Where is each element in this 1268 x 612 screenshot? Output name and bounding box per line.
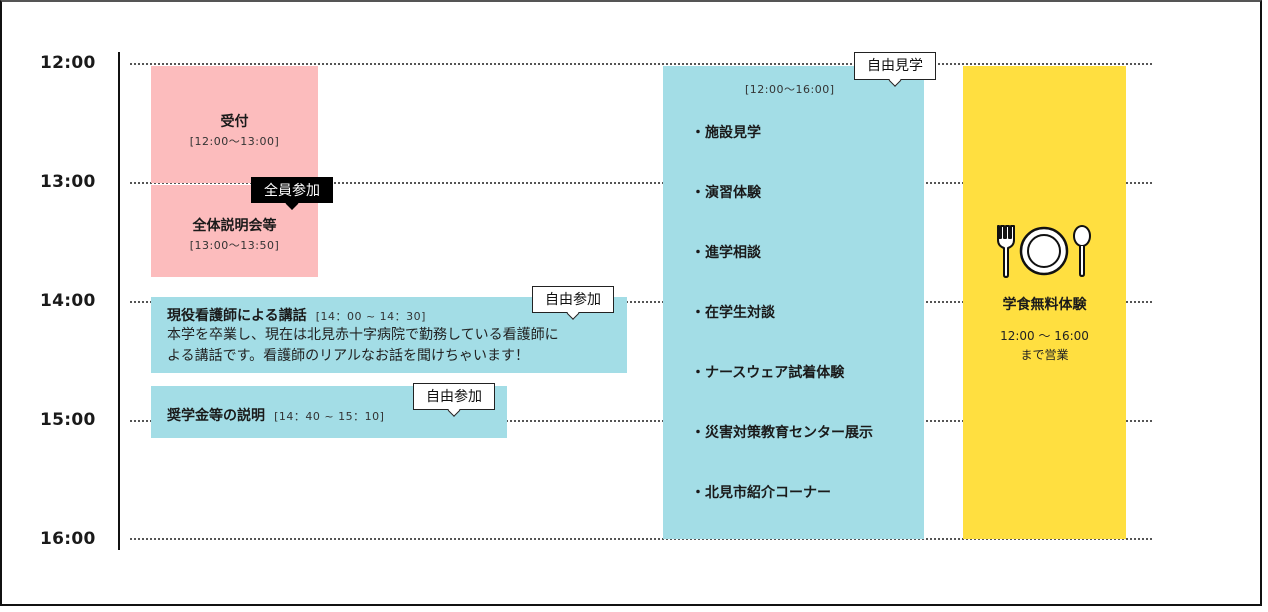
tour-item: ・在学生対談 (691, 305, 775, 321)
tour-range: [12:00〜16:00] (745, 83, 835, 96)
hour-gridline (130, 301, 1152, 303)
hour-gridline (130, 420, 1152, 422)
time-label-1200: 12:00 (40, 53, 96, 73)
tour-item: ・ナースウェア試着体験 (691, 365, 845, 381)
tour-item: ・進学相談 (691, 245, 761, 261)
hour-gridline (130, 538, 1152, 540)
reception-title: 受付 (220, 114, 249, 130)
time-label-1500: 15:00 (40, 410, 96, 430)
reception-range: [12:00〜13:00] (189, 135, 280, 148)
lecture-desc-line2: よる講話です。看護師のリアルなお話を聞けちゃいます！ (167, 348, 530, 364)
scholarship-title: 奨学金等の説明 (167, 408, 265, 424)
tour-item: ・災害対策教育センター展示 (691, 425, 873, 441)
cafeteria-hours-1: 12:00 ～ 16:00 (1000, 329, 1089, 343)
scholarship-block: 奨学金等の説明 [14：40 ~ 15：10] (151, 386, 507, 438)
hour-gridline (130, 182, 1152, 184)
lecture-desc-line1: 本学を卒業し、現在は北見赤十字病院で勤務している看護師に (167, 327, 559, 343)
fork-plate-spoon-icon (997, 225, 1091, 278)
lecture-range: [14：00 ~ 14：30] (315, 310, 426, 323)
cafeteria-title: 学食無料体験 (1002, 297, 1087, 313)
free-tour-tag: 自由見学 (854, 52, 936, 80)
time-label-1600: 16:00 (40, 529, 96, 549)
orientation-range: [13:00〜13:50] (189, 239, 280, 252)
hour-gridline (130, 63, 1152, 65)
free-attend-tag-scholarship: 自由参加 (413, 383, 495, 410)
cafeteria-block: 学食無料体験 12:00 ～ 16:00 まで営業 (963, 66, 1126, 539)
all-attend-tag: 全員参加 (251, 177, 333, 203)
free-attend-tag-lecture: 自由参加 (532, 286, 614, 313)
tour-item: ・演習体験 (691, 185, 761, 201)
orientation-title: 全体説明会等 (192, 218, 277, 234)
time-label-1400: 14:00 (40, 291, 96, 311)
lecture-title: 現役看護師による講話 (167, 308, 307, 324)
timeline-axis (118, 52, 120, 550)
lecture-block: 現役看護師による講話 [14：00 ~ 14：30] 本学を卒業し、現在は北見赤… (151, 297, 627, 373)
scholarship-range: [14：40 ~ 15：10] (274, 410, 385, 423)
tour-block: [12:00〜16:00] ・施設見学 ・演習体験 ・進学相談 ・在学生対談 ・… (663, 66, 924, 539)
tour-item: ・北見市紹介コーナー (691, 485, 831, 501)
tour-item: ・施設見学 (691, 125, 761, 141)
reception-block: 受付 [12:00〜13:00] (151, 66, 318, 183)
cafeteria-hours-2: まで営業 (1020, 348, 1069, 362)
time-label-1300: 13:00 (40, 172, 96, 192)
